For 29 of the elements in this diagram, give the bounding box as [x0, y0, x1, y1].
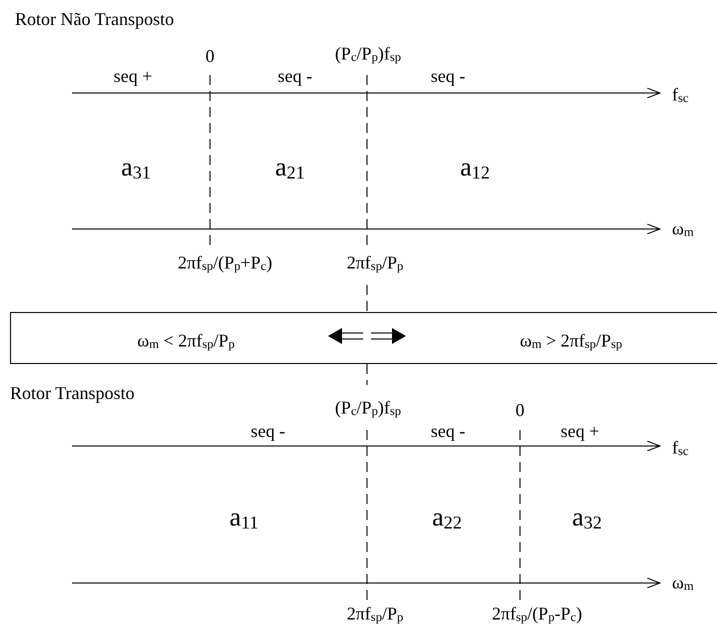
sequence-label: seq - [250, 422, 286, 440]
tick-label: 2πf$_{sp}$/P$_{p}$ [346, 604, 404, 624]
region-label: a$_{11}$ [229, 504, 259, 532]
axis-label: ω$_{m}$ [672, 573, 694, 593]
region-label: a$_{21}$ [275, 154, 305, 182]
section-heading: Rotor Transposto [10, 384, 135, 402]
region-label: a$_{12}$ [460, 154, 490, 182]
tick-label: (P$_{c}$/P$_{p}$)f$_{sp}$ [334, 44, 402, 64]
tick-label: 2πf$_{sp}$/(P$_{p}$-P$_{c}$) [492, 604, 582, 624]
region-label: a$_{31}$ [121, 154, 151, 182]
tick-label: 0 [516, 401, 524, 419]
tick-label: 2πf$_{sp}$/P$_{p}$ [346, 253, 404, 273]
axis-label: ω$_{m}$ [672, 219, 694, 239]
condition-band [10, 312, 717, 364]
tick-label: 2πf$_{sp}$/(P$_{p}$+P$_{c}$) [178, 253, 272, 273]
region-label: a$_{22}$ [432, 504, 462, 532]
sequence-label: seq + [560, 422, 600, 440]
region-label: a$_{32}$ [572, 504, 602, 532]
section-heading: Rotor Não Transposto [15, 10, 174, 28]
sequence-label: seq - [278, 67, 312, 85]
tick-label: 0 [206, 47, 214, 65]
condition-text: ω$_{m}$ < 2πf$_{sp}$/P$_{p}$ [137, 331, 235, 351]
axis-label: f$_{sc}$ [672, 438, 688, 458]
sequence-label: seq - [430, 422, 466, 440]
axis-label: f$_{sc}$ [672, 85, 688, 105]
sequence-label: seq + [114, 67, 152, 85]
condition-text: ω$_{m}$ > 2πf$_{sp}$/P$_{sp}$ [520, 331, 622, 351]
sequence-label: seq - [430, 67, 466, 85]
tick-label: (P$_{c}$/P$_{p}$)f$_{sp}$ [334, 398, 402, 418]
